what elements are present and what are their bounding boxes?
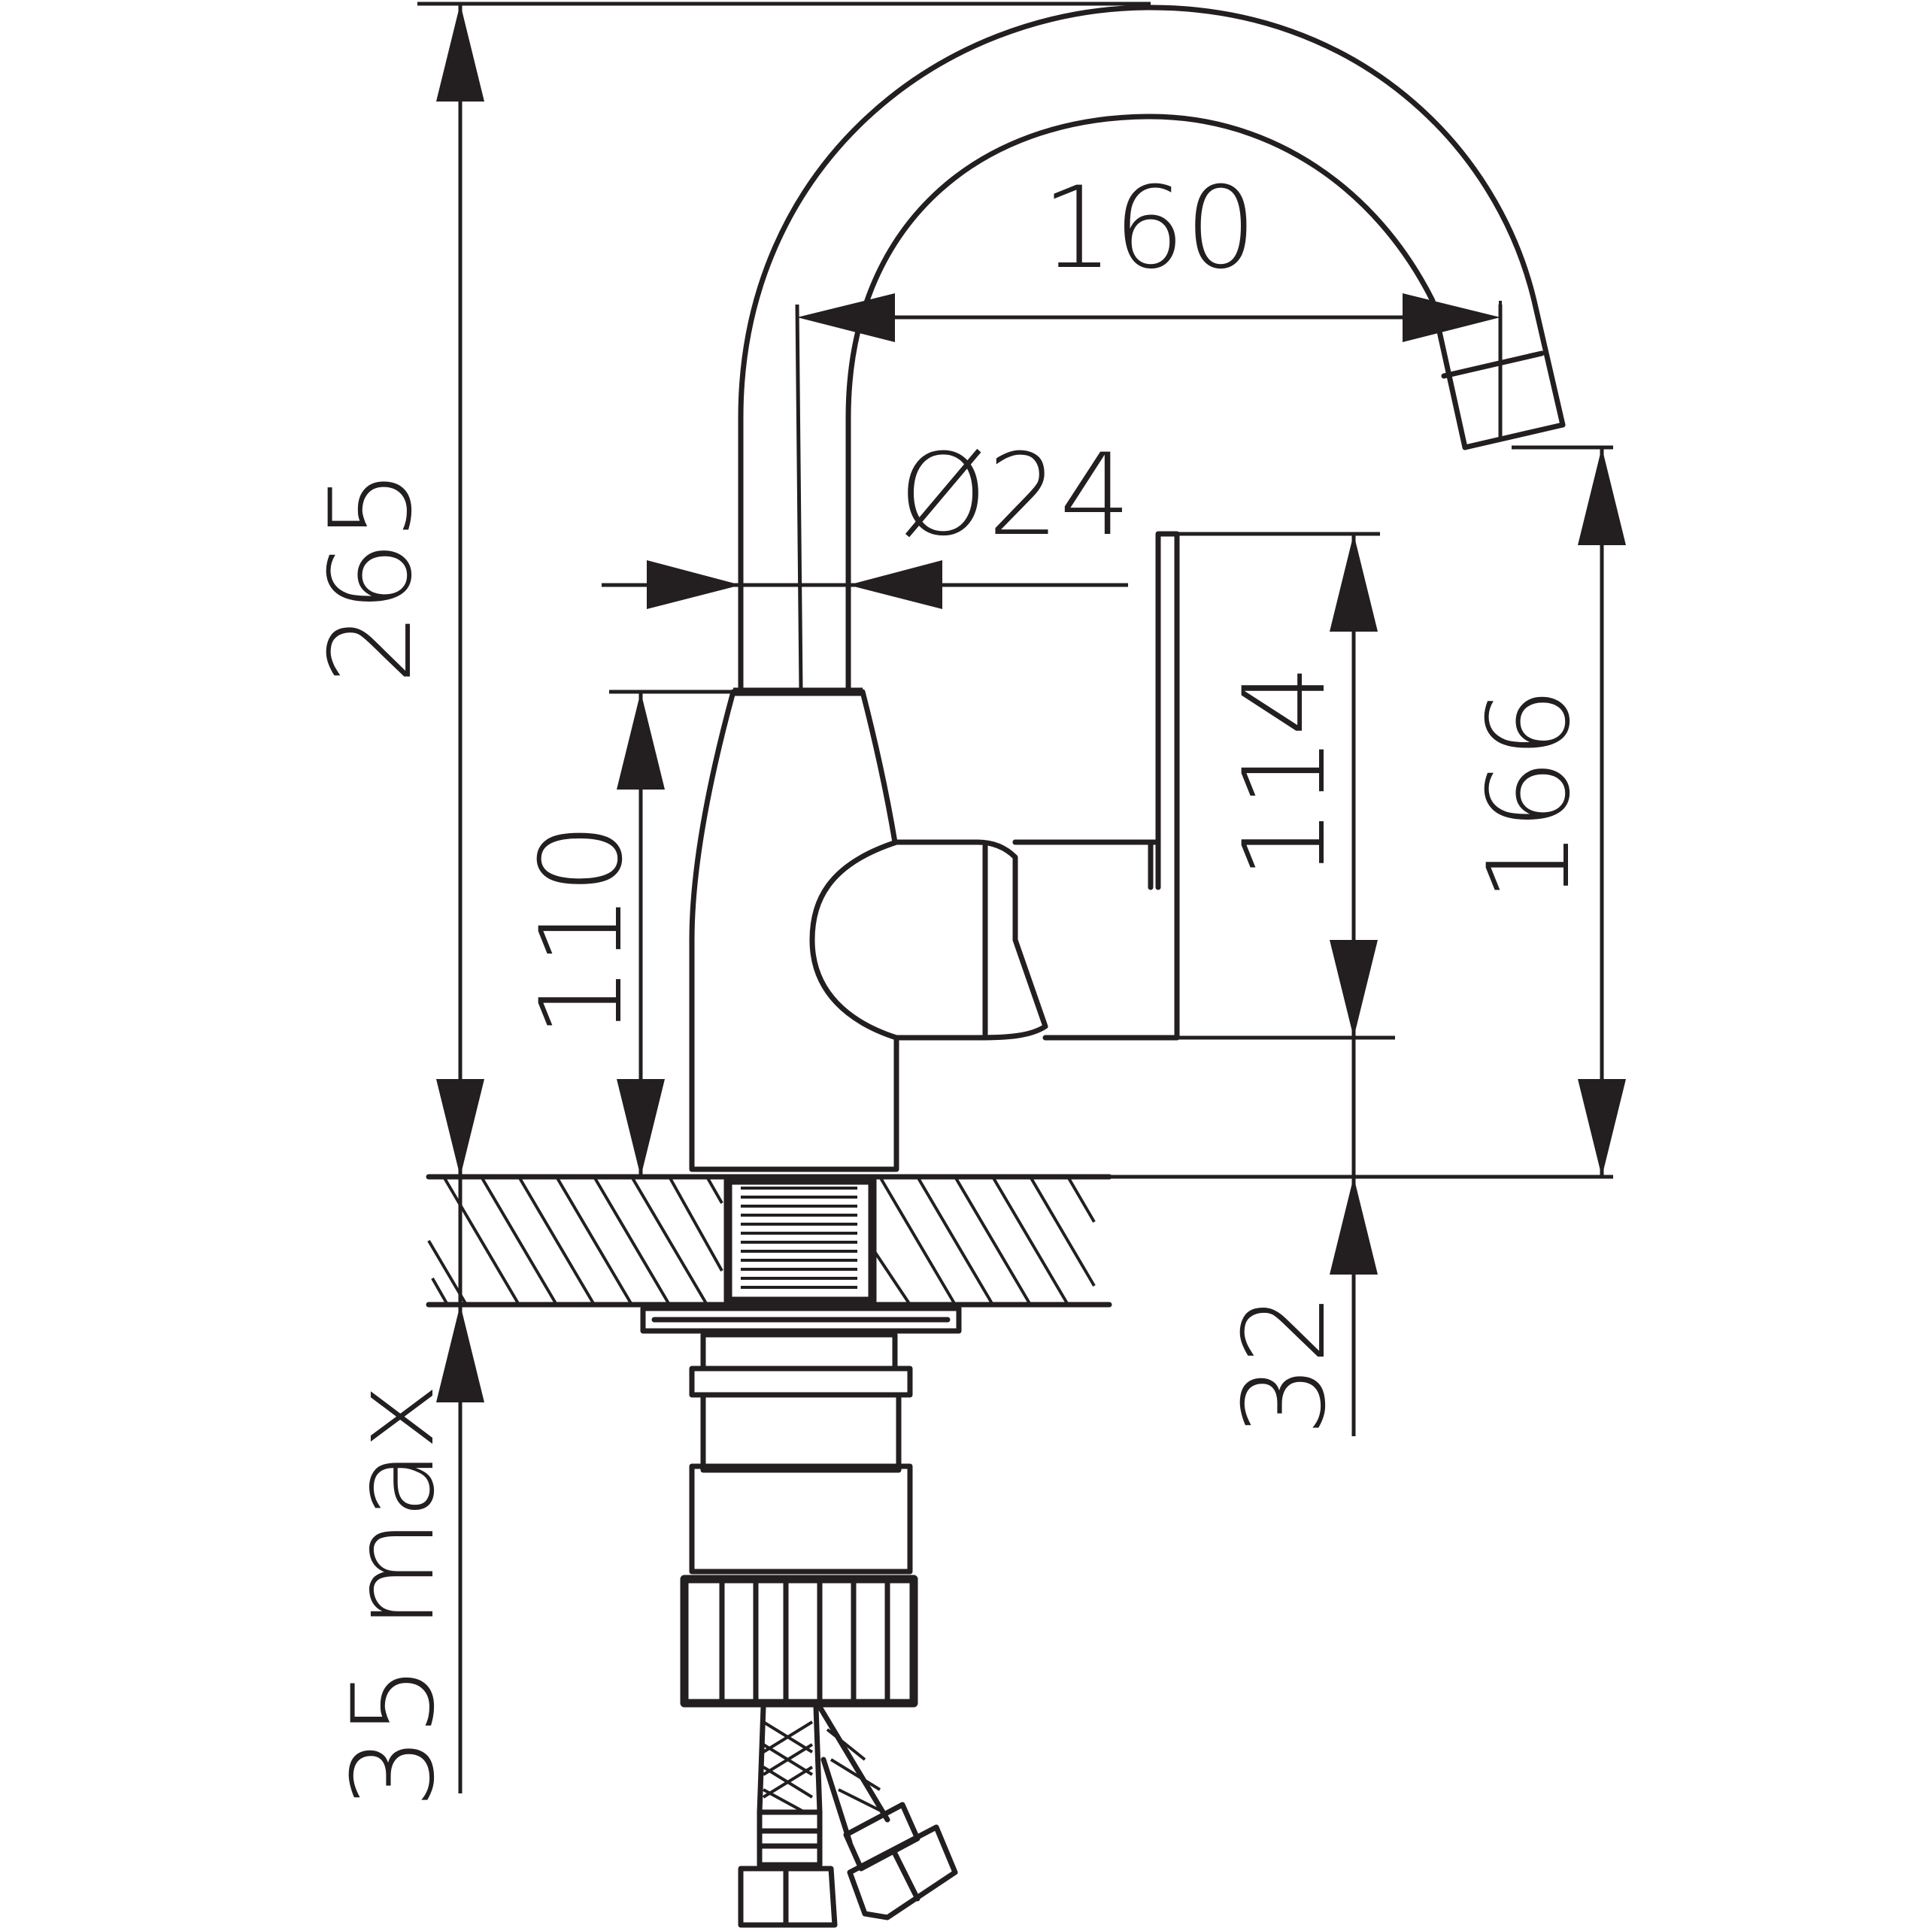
countertop — [426, 1174, 1112, 1308]
outlet-height-label: 166 — [1464, 687, 1595, 902]
counter-bore-label: 32 — [1220, 1293, 1351, 1436]
dim-handle-height: 114 — [1045, 532, 1395, 1040]
total-height-label: 265 — [306, 469, 437, 684]
fixing-assembly — [640, 1305, 962, 1708]
spout-diameter-label: Ø24 — [899, 430, 1131, 561]
dim-total-height: 265 — [306, 2, 1151, 1177]
body-height-label: 110 — [517, 823, 648, 1038]
max-thickness-label: 35 max — [329, 1384, 459, 1808]
handle-height-label: 114 — [1220, 665, 1351, 880]
dim-body-height: 110 — [517, 690, 733, 1177]
dim-max-thickness: 35 max — [329, 1177, 484, 1808]
dim-outlet-height: 166 — [1109, 445, 1626, 1179]
dim-spout-reach: 160 — [795, 163, 1503, 690]
spout-reach-label: 160 — [1042, 163, 1257, 294]
supply-hoses — [738, 1704, 958, 1928]
dim-counter-bore: 32 — [1220, 1038, 1378, 1436]
dim-spout-diameter: Ø24 — [602, 430, 1131, 609]
faucet-body — [689, 531, 1180, 1172]
